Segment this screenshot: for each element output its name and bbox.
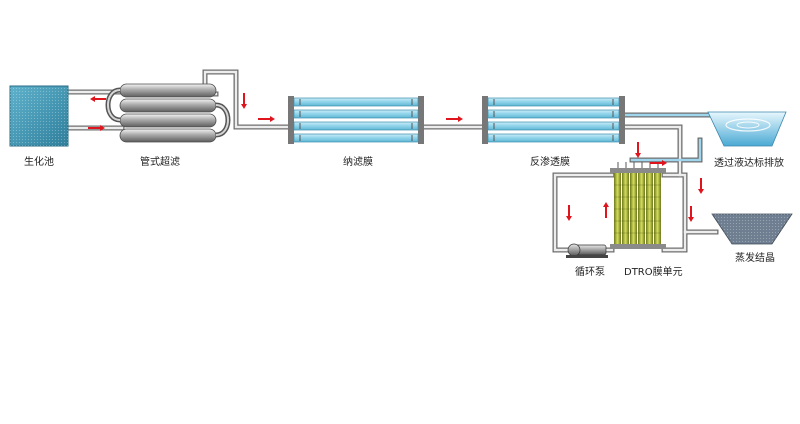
tubular-uf-label: 管式超滤 (140, 157, 180, 168)
flow-arrow (603, 202, 609, 218)
nanofiltration-label: 纳滤膜 (343, 157, 373, 168)
flow-arrow (446, 116, 463, 122)
reverse-osmosis-unit (482, 96, 625, 144)
circulation-pump-label: 循环泵 (575, 267, 605, 278)
permeate-discharge-basin (707, 111, 787, 147)
circulation-pump (566, 243, 608, 258)
dtro-unit-label: DTRO膜单元 (624, 267, 683, 278)
permeate-discharge-label: 透过液达标排放 (714, 158, 784, 169)
reverse-osmosis-label: 反渗透膜 (530, 157, 570, 168)
flow-arrow (650, 160, 667, 166)
evaporation-crystallizer (711, 213, 793, 245)
flow-arrow (90, 96, 106, 102)
dtro-membrane-unit (610, 162, 666, 249)
flow-arrow (635, 142, 641, 158)
tubular-ultrafiltration-unit (105, 83, 231, 143)
flow-arrow (88, 125, 105, 131)
flow-arrow (688, 206, 694, 222)
bio-tank (9, 85, 69, 147)
flow-arrow (566, 205, 572, 221)
flow-arrow (698, 178, 704, 194)
evaporation-label: 蒸发结晶 (735, 253, 775, 264)
nanofiltration-unit (288, 96, 424, 144)
bio-tank-label: 生化池 (24, 157, 54, 168)
flow-arrow (241, 93, 247, 109)
flow-arrow (258, 116, 275, 122)
flow-arrows (88, 93, 704, 222)
